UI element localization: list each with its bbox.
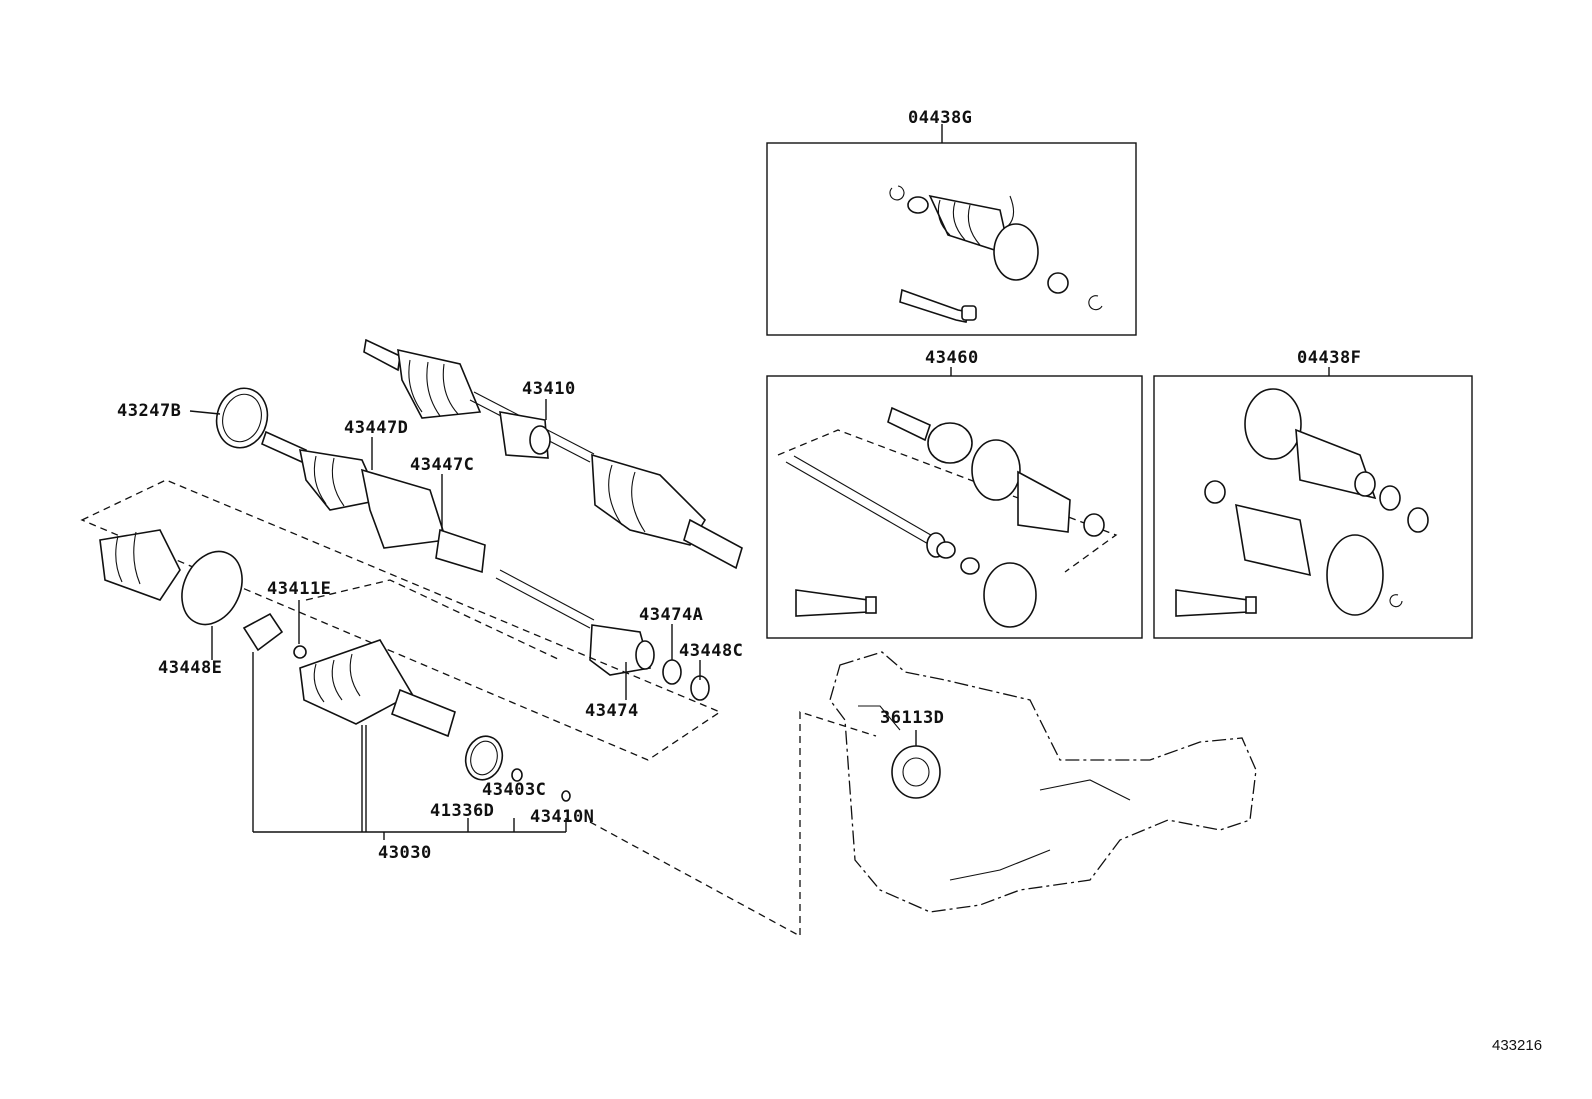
transaxle-housing [589, 651, 1257, 938]
boot-43448E [99, 529, 243, 626]
label-43411E: 43411E [267, 579, 331, 599]
tripod-43030 [242, 612, 571, 802]
label-04438G: 04438G [908, 108, 972, 128]
ring-43247B [215, 387, 269, 449]
leader-lines [189, 399, 917, 746]
kit-box-04438F [1153, 367, 1473, 639]
label-04438F: 04438F [1297, 348, 1361, 368]
label-43410: 43410 [522, 379, 576, 399]
label-43474A: 43474A [639, 605, 703, 625]
kit-box-43460 [766, 367, 1143, 639]
label-43030: 43030 [378, 843, 432, 863]
label-43447D: 43447D [344, 418, 408, 438]
label-36113D: 36113D [880, 708, 944, 728]
label-41336D: 41336D [430, 801, 494, 821]
label-43410N: 43410N [530, 807, 594, 827]
dashed-kit-outline [80, 479, 722, 761]
figure-number: 433216 [1492, 1037, 1542, 1054]
label-43447C: 43447C [410, 455, 474, 475]
label-43460: 43460 [925, 348, 979, 368]
dashed-kit-outline-inner [305, 579, 561, 661]
label-43247B: 43247B [117, 401, 181, 421]
shaft-assembly-43447 [261, 430, 710, 701]
label-43403C: 43403C [482, 780, 546, 800]
label-43448C: 43448C [679, 641, 743, 661]
bracket-43030 [252, 652, 567, 840]
label-43448E: 43448E [158, 658, 222, 678]
label-43474: 43474 [585, 701, 639, 721]
axle-assembly-43410 [363, 338, 743, 570]
kit-box-04438G [766, 124, 1137, 336]
